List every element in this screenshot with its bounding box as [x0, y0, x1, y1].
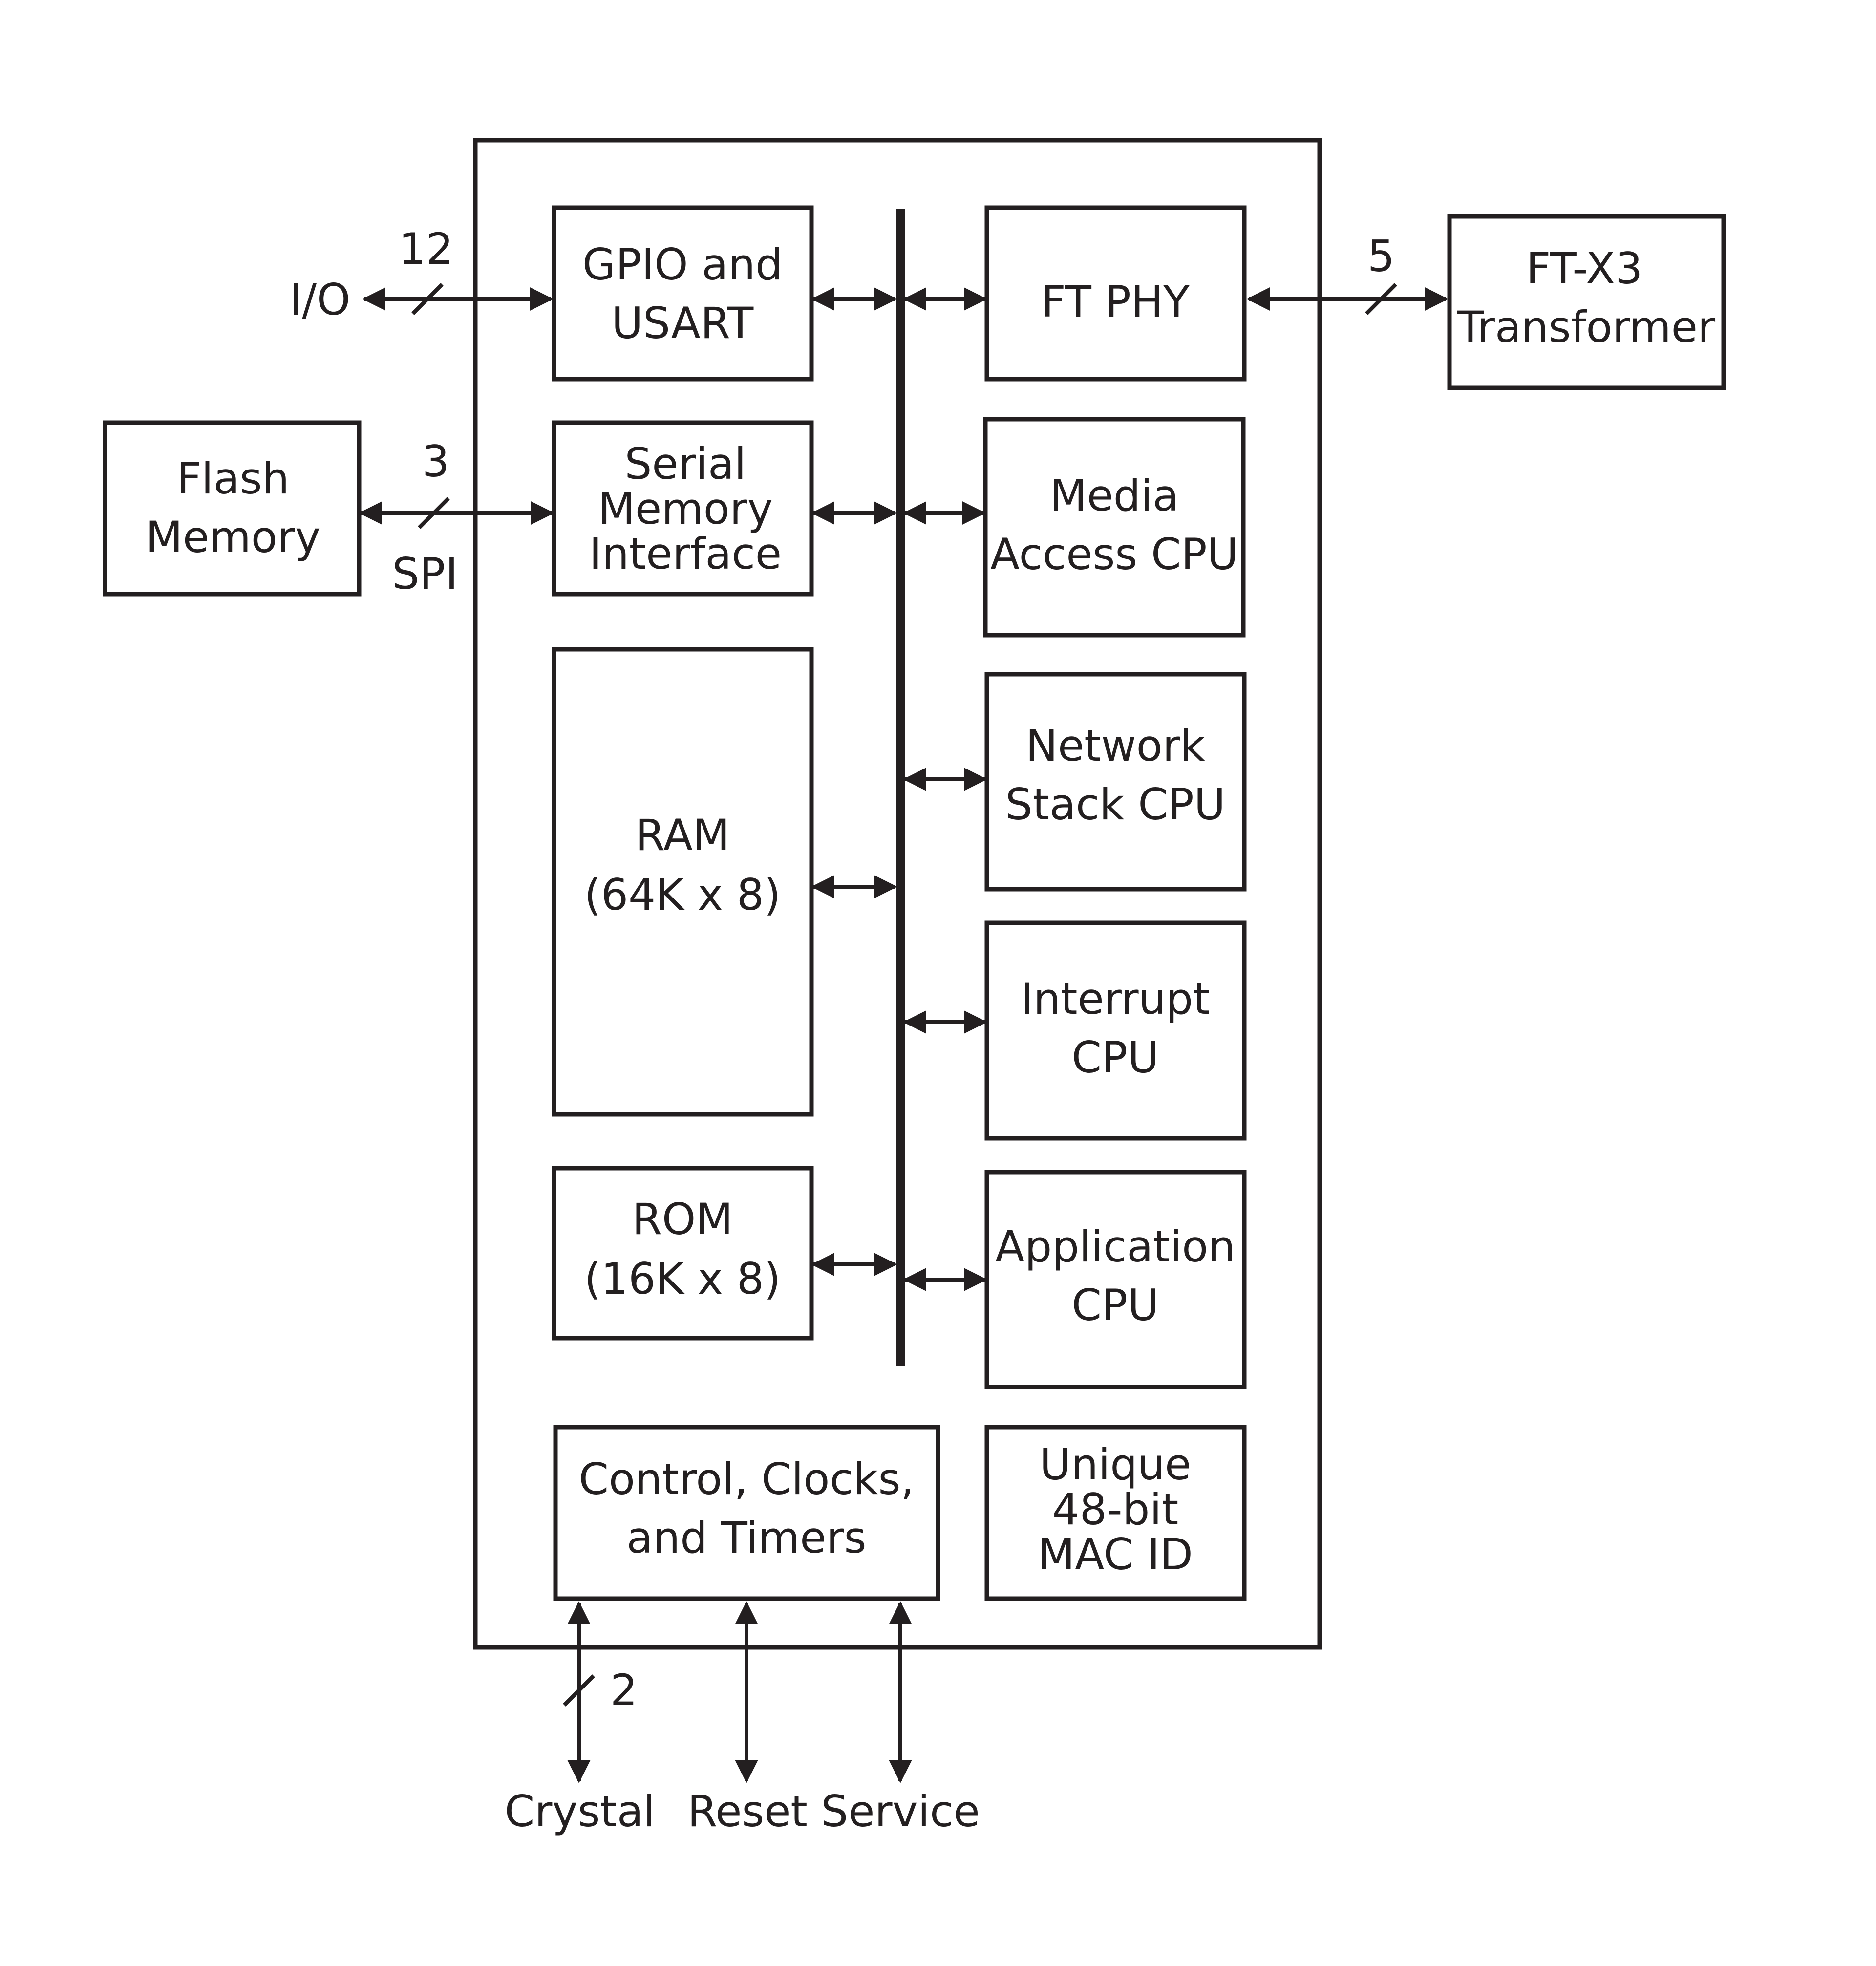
application-cpu-block: Application CPU	[984, 1170, 1247, 1389]
label: Crystal	[505, 1786, 655, 1837]
crystal-signal: 2 Crystal	[505, 1601, 655, 1837]
label: ROM	[632, 1194, 733, 1244]
label: FT-X3	[1526, 243, 1642, 294]
spi-signal: 3 SPI	[359, 436, 554, 599]
label: FT PHY	[1041, 277, 1190, 327]
interrupt-cpu-block: Interrupt CPU	[984, 920, 1247, 1141]
control-clocks-timers-block: Control, Clocks, and Timers	[553, 1425, 940, 1601]
network-stack-cpu-block: Network Stack CPU	[984, 672, 1247, 892]
label: Flash	[177, 453, 290, 504]
label: GPIO and	[582, 239, 783, 290]
label: Network	[1025, 721, 1205, 771]
label: 5	[1367, 231, 1395, 281]
reset-signal: Reset	[687, 1601, 808, 1837]
label: RAM	[635, 810, 730, 860]
label: Stack CPU	[1005, 779, 1226, 830]
label: CPU	[1072, 1280, 1159, 1330]
label: CPU	[1072, 1032, 1159, 1083]
serial-memory-interface-block: Serial Memory Interface	[552, 420, 814, 597]
label: 12	[399, 224, 453, 274]
label: Media	[1050, 470, 1179, 521]
label: USART	[612, 298, 754, 348]
phy-transformer-signal: 5	[1246, 231, 1449, 315]
label: Control, Clocks,	[579, 1454, 915, 1504]
label: Transformer	[1457, 302, 1716, 352]
label: Reset	[687, 1786, 808, 1837]
label: Interrupt	[1021, 974, 1210, 1024]
label: MAC ID	[1038, 1529, 1193, 1580]
label: Memory	[146, 512, 320, 562]
label: Interface	[589, 529, 782, 579]
ft-x3-transformer-block: FT-X3 Transformer	[1447, 214, 1726, 390]
label: 2	[610, 1665, 638, 1715]
flash-memory-block: Flash Memory	[103, 420, 362, 597]
label: (64K x 8)	[584, 870, 781, 920]
media-access-cpu-block: Media Access CPU	[983, 417, 1246, 638]
service-signal: Service	[821, 1601, 980, 1837]
bus-connections	[811, 287, 987, 1291]
mac-id-block: Unique 48-bit MAC ID	[984, 1425, 1247, 1601]
label: Access CPU	[990, 529, 1238, 579]
label: 48-bit	[1052, 1484, 1179, 1535]
label: and Timers	[627, 1513, 867, 1563]
rom-block: ROM (16K x 8)	[552, 1166, 814, 1341]
label: 3	[422, 436, 449, 487]
ram-block: RAM (64K x 8)	[552, 647, 814, 1117]
label: I/O	[290, 275, 351, 325]
label: Unique	[1040, 1439, 1191, 1490]
label: Application	[995, 1221, 1236, 1272]
label: SPI	[392, 549, 458, 599]
io-signal: I/O 12	[290, 224, 554, 325]
label: Serial	[624, 439, 746, 489]
ft-phy-block: FT PHY	[984, 205, 1247, 382]
gpio-usart-block: GPIO and USART	[552, 205, 814, 382]
label: Service	[821, 1786, 980, 1837]
label: Memory	[598, 484, 773, 534]
label: (16K x 8)	[584, 1254, 781, 1304]
